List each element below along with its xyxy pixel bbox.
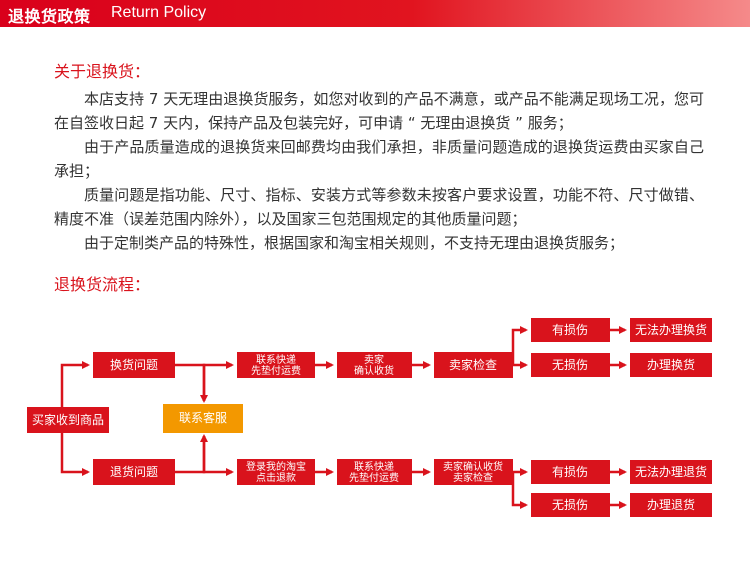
node-undamaged-return: 无损伤 [531, 493, 610, 517]
policy-paragraph: 本店支持 7 天无理由退换货服务，如您对收到的产品不满意，或产品不能满足现场工况… [54, 90, 704, 132]
node-receive-label: 买家收到商品 [32, 412, 104, 427]
node-return-issue: 退货问题 [93, 459, 175, 485]
banner-title-zh: 退换货政策 [8, 7, 91, 26]
node-seller-check-label: 卖家检查 [449, 357, 497, 372]
policy-paragraph: 质量问题是指功能、尺寸、指标、安装方式等参数未按客户要求设置，功能不符、尺寸做错… [54, 186, 704, 228]
node-exchange-issue-label: 换货问题 [110, 357, 158, 372]
node-do-return: 办理退货 [630, 493, 712, 517]
node-contact-cs: 联系客服 [163, 404, 243, 433]
policy-text: 本店支持 7 天无理由退换货服务，如您对收到的产品不满意，或产品不能满足现场工况… [54, 87, 704, 255]
node-text-line: 卖家确认收货 [443, 460, 503, 473]
node-text-line: 点击退款 [256, 471, 296, 484]
node-text-line: 先垫付运费 [349, 471, 399, 484]
node-no-exchange-label: 无法办理换货 [635, 322, 707, 337]
node-receive: 买家收到商品 [27, 407, 109, 433]
node-text-line: 联系快递 [256, 353, 296, 366]
node-do-return-label: 办理退货 [647, 497, 695, 512]
node-undamaged-label: 无损伤 [552, 358, 588, 372]
header-banner: 退换货政策 Return Policy [0, 0, 750, 27]
node-damaged-label: 有损伤 [552, 323, 588, 337]
node-contact-cs-label: 联系客服 [179, 410, 227, 425]
node-text-line: 卖家检查 [453, 471, 493, 484]
node-text-line: 登录我的淘宝 [246, 460, 306, 473]
node-do-exchange-label: 办理换货 [647, 357, 695, 372]
node-contact-ship-exchange: 联系快递 先垫付运费 [237, 352, 315, 378]
node-login-taobao: 登录我的淘宝 点击退款 [237, 459, 315, 485]
node-no-return-label: 无法办理退货 [635, 464, 707, 479]
node-no-return: 无法办理退货 [630, 460, 712, 484]
node-exchange-issue: 换货问题 [93, 352, 175, 378]
policy-paragraph: 由于产品质量造成的退换货来回邮费均由我们承担，非质量问题造成的退换货运费由买家自… [54, 138, 704, 180]
node-undamaged-exchange: 无损伤 [531, 353, 610, 377]
node-seller-check-return: 卖家确认收货 卖家检查 [434, 459, 513, 485]
node-seller-check-exchange: 卖家检查 [434, 352, 513, 378]
node-text-line: 先垫付运费 [251, 364, 301, 377]
node-text-line: 确认收货 [354, 364, 394, 377]
node-damaged-exchange: 有损伤 [531, 318, 610, 342]
node-undamaged-label: 无损伤 [552, 498, 588, 512]
about-heading: 关于退换货： [54, 62, 151, 81]
node-contact-ship-return: 联系快递 先垫付运费 [337, 459, 412, 485]
node-text-line: 卖家 [364, 353, 384, 366]
banner-title-en: Return Policy [111, 4, 207, 21]
policy-paragraph: 由于定制类产品的特殊性，根据国家和淘宝相关规则，不支持无理由退换货服务； [84, 234, 625, 252]
node-no-exchange: 无法办理换货 [630, 318, 712, 342]
node-text-line: 联系快递 [354, 460, 394, 473]
node-damaged-return: 有损伤 [531, 460, 610, 484]
node-return-issue-label: 退货问题 [110, 464, 158, 479]
process-heading: 退换货流程： [54, 275, 151, 294]
node-damaged-label: 有损伤 [552, 465, 588, 479]
node-seller-confirm-exchange: 卖家 确认收货 [337, 352, 412, 378]
node-do-exchange: 办理换货 [630, 353, 712, 377]
